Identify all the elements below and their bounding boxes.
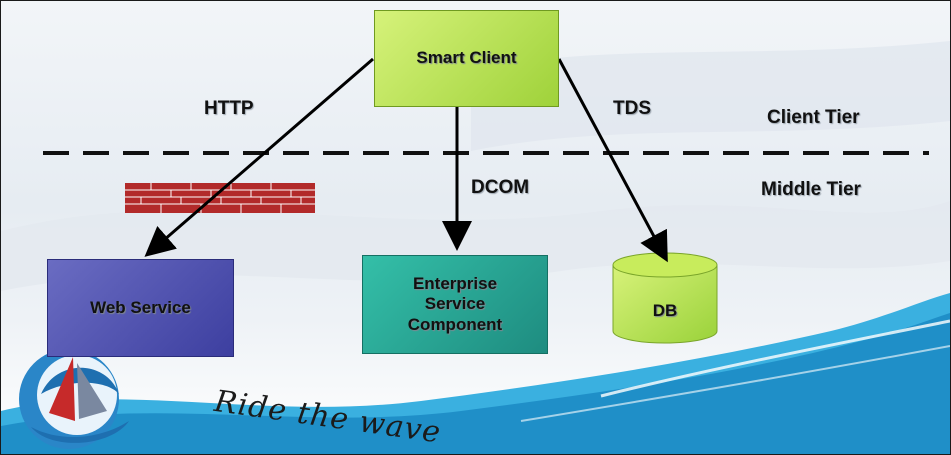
arrow-http [144, 57, 374, 257]
tds-label: TDS [613, 98, 651, 119]
enterprise-service-component-node: Enterprise Service Component [362, 255, 548, 354]
smart-client-node: Smart Client [374, 10, 559, 107]
db-cylinder [612, 252, 718, 344]
dcom-label: DCOM [471, 177, 530, 198]
http-label: HTTP [204, 98, 254, 119]
logo-icon [19, 349, 129, 449]
web-service-node: Web Service [47, 259, 234, 357]
esc-label: Enterprise Service Component [407, 273, 503, 334]
web-service-label: Web Service [90, 297, 191, 317]
arrow-tds [557, 58, 668, 263]
db-node: DB [613, 291, 717, 331]
smart-client-label: Smart Client [416, 48, 517, 68]
firewall-icon [125, 183, 315, 213]
middle-tier-label: Middle Tier [761, 179, 861, 200]
client-tier-label: Client Tier [767, 107, 860, 128]
db-label: DB [652, 300, 678, 320]
